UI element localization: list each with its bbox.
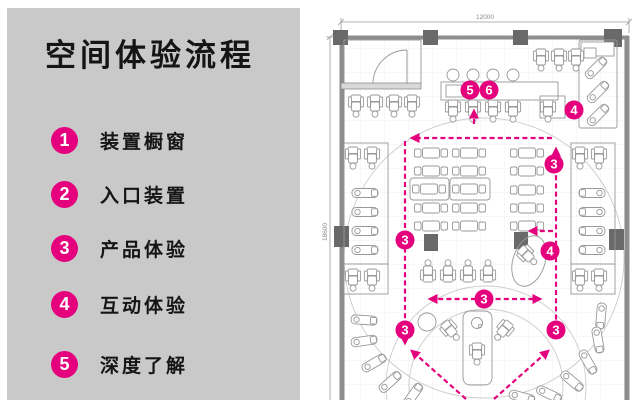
legend-item: 5 深度了解 (51, 350, 188, 378)
dimension-top: 12000 (337, 14, 633, 33)
dimension-label-width: 12000 (476, 14, 494, 21)
consultation-pod (511, 235, 547, 287)
flow-marker: 3 (474, 289, 494, 309)
svg-text:3: 3 (550, 157, 557, 172)
walls (333, 35, 630, 400)
svg-text:3: 3 (401, 233, 408, 248)
experience-stand (437, 310, 517, 386)
svg-text:6: 6 (485, 83, 492, 98)
step-label: 深度了解 (100, 355, 189, 377)
svg-text:3: 3 (401, 323, 408, 338)
flow-marker: 3 (546, 320, 566, 340)
legend-item: 1 装置橱窗 (51, 126, 188, 154)
storage-room (340, 39, 422, 90)
legend-panel: 空间体验流程 1 装置橱窗 2 入口装置 3 产品体验 4 互动体验 5 深度了… (7, 8, 300, 400)
svg-text:4: 4 (546, 244, 554, 259)
flow-marker: 5 (460, 80, 480, 100)
door-arc (372, 49, 408, 85)
floor-plan-svg: 12000 18600 (322, 14, 633, 400)
flow-marker: 4 (564, 100, 584, 120)
step-label: 入口装置 (100, 185, 189, 207)
product-tables (409, 147, 544, 232)
step-number-badge: 1 (51, 126, 78, 154)
step-number-badge: 3 (51, 234, 78, 262)
side-cabinet (578, 39, 618, 129)
legend-items: 1 装置橱窗 2 入口装置 3 产品体验 4 互动体验 5 深度了解 (7, 8, 300, 400)
flow-marker: 3 (395, 230, 415, 250)
step-number-badge: 4 (51, 290, 78, 318)
svg-text:3: 3 (480, 292, 487, 307)
flow-marker: 3 (395, 320, 415, 340)
step-number-badge: 5 (51, 350, 78, 378)
svg-text:4: 4 (570, 103, 578, 118)
step-label: 互动体验 (100, 295, 189, 317)
flow-marker: 3 (544, 154, 564, 174)
dimension-label-height: 18600 (322, 223, 329, 241)
floor-plan: 12000 18600 (310, 0, 640, 400)
step-number-badge: 2 (51, 180, 78, 208)
legend-item: 2 入口装置 (51, 180, 188, 208)
svg-text:3: 3 (552, 323, 559, 338)
step-label: 产品体验 (100, 239, 189, 261)
legend-title: 空间体验流程 (45, 38, 255, 73)
legend-item: 4 互动体验 (51, 290, 188, 318)
flow-marker: 6 (479, 80, 499, 100)
svg-text:5: 5 (466, 83, 473, 98)
treatment-room-right (570, 142, 616, 295)
flow-marker: 4 (540, 241, 560, 261)
legend-item: 3 产品体验 (51, 234, 188, 262)
step-label: 装置橱窗 (100, 131, 189, 153)
treatment-room-left (343, 142, 389, 295)
dimension-left: 18600 (322, 33, 341, 400)
